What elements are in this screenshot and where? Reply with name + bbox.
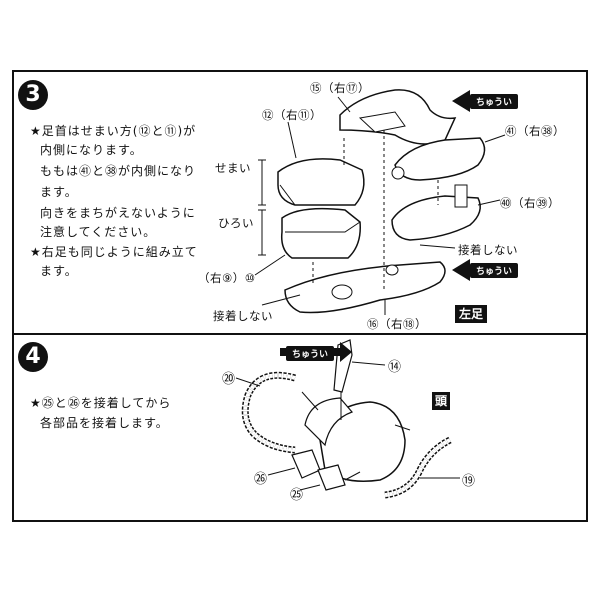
part-label-25: ㉕ xyxy=(290,488,304,503)
caution-tag-3: ちゅうい xyxy=(286,346,335,361)
step-3-number: 3 xyxy=(18,80,48,110)
instruction-line: ★㉕と㉖を接着してから xyxy=(30,396,172,410)
part-label-12: ⑫（右⑪） xyxy=(262,108,322,122)
wide-label: ひろい xyxy=(218,216,254,230)
part-label-15: ⑮（右⑰） xyxy=(310,81,370,95)
part-label-41: ㊶（右㊳） xyxy=(505,124,565,138)
part-label-16: ⑯（右⑱） xyxy=(367,317,427,331)
instruction-line: ももは㊶と㊳が内側になり xyxy=(40,164,197,178)
part-25 xyxy=(317,464,346,491)
instruction-frame xyxy=(12,70,588,522)
part-name-badge: 左足 xyxy=(455,305,487,323)
caution-tag-2: ちゅうい xyxy=(470,263,519,278)
part-10 xyxy=(280,207,361,259)
instruction-line: 各部品を接着します。 xyxy=(40,416,169,430)
no-glue-label-2: 接着しない xyxy=(213,309,273,323)
instruction-line: ★右足も同じように組み立て xyxy=(30,245,198,259)
caution-tag-1: ちゅうい xyxy=(470,94,519,109)
instruction-line: ★足首はせまい方(⑫と⑪)が xyxy=(30,124,197,138)
part-label-20: ⑳ xyxy=(222,372,236,387)
part-name-badge: 頭 xyxy=(432,392,450,410)
instruction-line: 注意してください。 xyxy=(40,225,157,239)
part-label-26: ㉖ xyxy=(254,472,268,487)
part-41 xyxy=(394,137,486,181)
narrow-label: せまい xyxy=(215,161,251,175)
instruction-line: ます。 xyxy=(40,185,78,199)
part-label-9: （右⑨）⑩ xyxy=(198,271,256,285)
no-glue-label-1: 接着しない xyxy=(458,243,518,257)
instruction-line: ます。 xyxy=(40,264,78,278)
part-label-40: ㊵（右㊴） xyxy=(500,196,560,210)
part-16-sole xyxy=(284,261,446,314)
part-label-19: ⑲ xyxy=(462,474,476,489)
step-4-number: 4 xyxy=(18,342,48,372)
step-divider xyxy=(12,333,588,335)
instruction-line: 向きをまちがえないように xyxy=(40,206,196,220)
part-label-14: ⑭ xyxy=(388,360,402,375)
part-26 xyxy=(291,449,321,479)
part-12 xyxy=(277,158,365,206)
instruction-line: 内側になります。 xyxy=(40,143,143,157)
